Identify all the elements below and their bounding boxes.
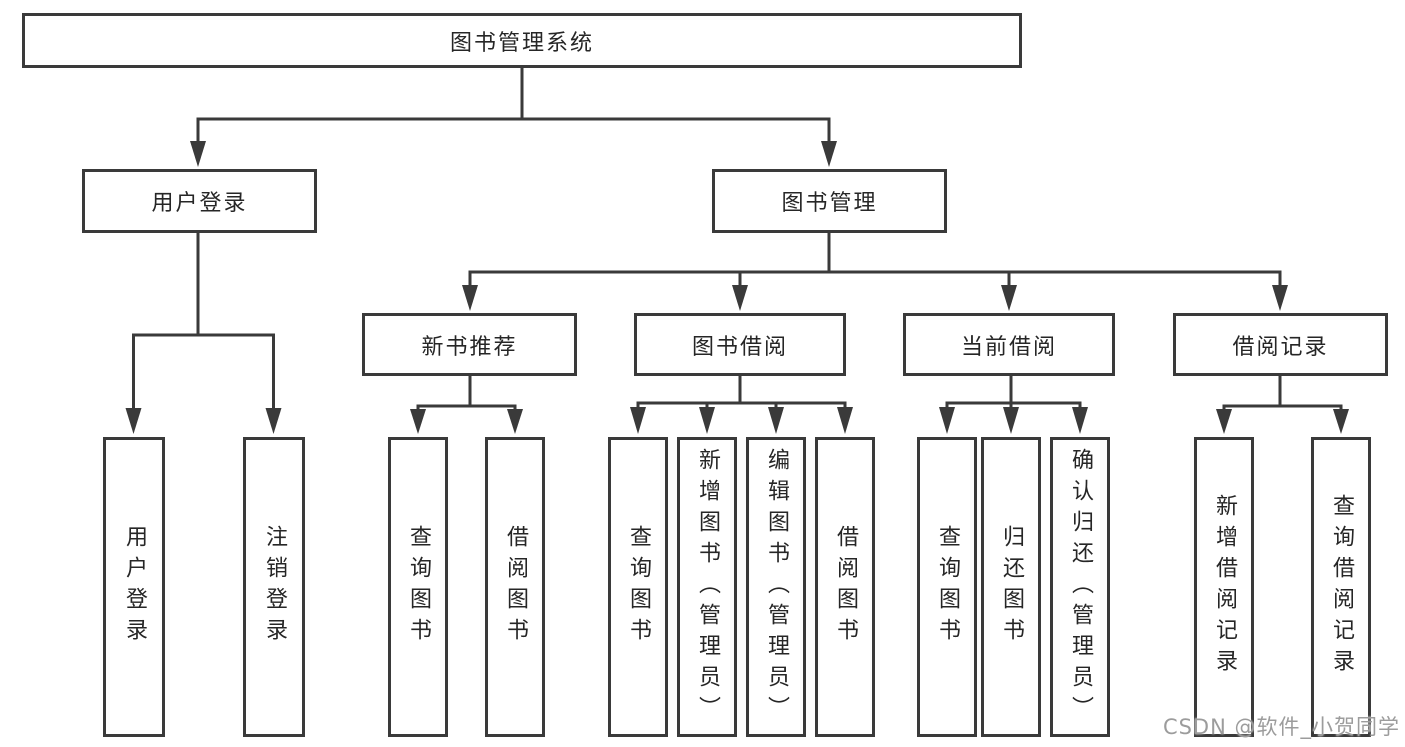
node-label: 查询借阅记录 [1329,494,1354,680]
leaf-user-login: 用户登录 [103,437,165,737]
leaf-logout: 注销登录 [243,437,305,737]
node-user-login: 用户登录 [82,169,317,233]
connector-arrowheads [125,141,1349,434]
node-label: 查询图书 [935,525,960,649]
connector-lines [132,68,1343,412]
leaf-borrow-add-books-admin: 新增图书（管理员） [677,437,737,737]
node-book-borrowing: 图书借阅 [634,313,846,376]
node-label: 图书管理系统 [449,30,594,56]
leaf-recommend-query-books: 查询图书 [388,437,448,737]
node-label: 归还图书 [999,525,1024,649]
leaf-records-query-record: 查询借阅记录 [1311,437,1371,737]
node-book-management: 图书管理 [712,169,947,233]
leaf-current-query-books: 查询图书 [917,437,977,737]
node-label: 注销登录 [262,525,287,649]
node-label: 确认归还（管理员） [1068,447,1093,727]
node-library-system: 图书管理系统 [22,13,1022,68]
node-label: 图书管理 [781,191,878,216]
node-label: 借阅记录 [1232,334,1329,360]
node-label: 用户登录 [122,525,147,649]
node-current-borrowing: 当前借阅 [903,313,1115,376]
leaf-records-add-record: 新增借阅记录 [1194,437,1254,737]
node-label: 用户登录 [151,191,248,216]
node-label: 新增图书（管理员） [695,447,720,727]
node-label: 查询图书 [626,525,651,649]
node-label: 编辑图书（管理员） [764,447,789,727]
node-borrowing-records: 借阅记录 [1173,313,1388,376]
node-label: 当前借阅 [960,334,1057,360]
node-label: 新增借阅记录 [1212,494,1237,680]
leaf-current-confirm-return-admin: 确认归还（管理员） [1050,437,1110,737]
leaf-current-return-books: 归还图书 [981,437,1041,737]
leaf-borrow-borrow-books: 借阅图书 [815,437,875,737]
watermark: CSDN @软件_小贺同学 [1162,715,1400,739]
leaf-borrow-edit-books-admin: 编辑图书（管理员） [746,437,806,737]
node-label: 查询图书 [406,525,431,649]
node-label: 借阅图书 [503,525,528,649]
leaf-borrow-query-books: 查询图书 [608,437,668,737]
node-label: 借阅图书 [833,525,858,649]
node-label: 图书借阅 [691,334,788,360]
node-label: 新书推荐 [421,334,518,360]
node-new-book-recommend: 新书推荐 [362,313,577,376]
leaf-recommend-borrow-books: 借阅图书 [485,437,545,737]
